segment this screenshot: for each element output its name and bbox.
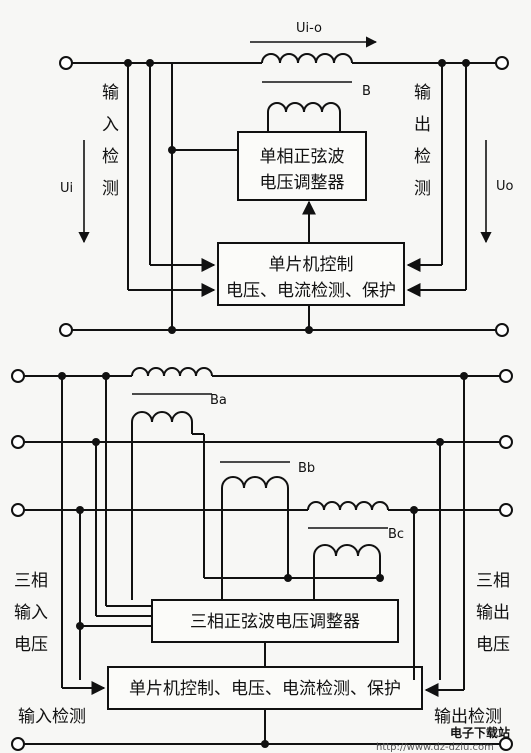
transformer-bc-label: Bc [388,527,404,542]
svg-text:出: 出 [414,115,431,135]
mcu-line-1: 单片机控制 [269,255,354,275]
secondary-winding-b [267,102,341,113]
three-phase-diagram: Ba Bb Bc 三相 输入 电压 三相 输出 电压 三相正弦波电压调整器 单片… [11,367,513,751]
output-detect-label: 输 出 检 测 [414,83,431,199]
transformer-b-label: B [362,84,371,99]
output-detect-text: 输出检测 [434,707,502,727]
regulator-line-1: 单相正弦波 [260,147,345,167]
mcu-line-2: 电压、电流检测、保护 [226,281,396,301]
svg-text:输入: 输入 [14,603,48,623]
terminal-out-top [495,56,509,70]
single-phase-regulator-box [237,131,367,201]
secondary-winding-bb [221,476,289,489]
svg-text:输: 输 [102,83,119,103]
watermark-url: http://www.dz-dzlu.com [376,742,494,753]
terminal-out-bottom [495,323,509,337]
current-label: Ui-o [296,21,322,36]
input-voltage-label: Ui [60,181,73,196]
transformer-ba-label: Ba [210,393,227,408]
three-phase-output-label: 三相 输出 电压 [476,571,510,655]
watermark-site-name: 电子下载站 [450,725,510,740]
svg-text:电压: 电压 [14,635,48,655]
regulator-line-2: 电压调整器 [260,173,345,193]
terminal-in-top [59,56,73,70]
single-phase-mcu-box [217,242,405,306]
series-winding-bc [307,501,389,511]
single-phase-diagram: Ui-o B Ui Uo 输 入 检 测 输 出 检 测 单相正弦波 电压调整器… [59,21,514,337]
three-phase-regulator-text: 三相正弦波电压调整器 [190,612,360,632]
secondary-winding-bc2 [313,544,381,557]
three-phase-mcu-box [107,666,423,710]
series-winding-ba [131,367,213,377]
svg-text:入: 入 [102,115,119,135]
terminal-in-bottom [59,323,73,337]
three-phase-mcu-text: 单片机控制、电压、电流检测、保护 [129,679,401,699]
secondary-winding-ba [131,411,193,423]
svg-text:测: 测 [414,179,431,199]
svg-text:测: 测 [102,179,119,199]
svg-text:输出: 输出 [476,603,510,623]
series-winding-b [261,53,353,64]
svg-text:输: 输 [414,83,431,103]
svg-text:三相: 三相 [14,571,48,591]
input-detect-text: 输入检测 [18,707,86,727]
input-detect-label: 输 入 检 测 [102,83,119,199]
output-voltage-label: Uo [496,179,514,194]
transformer-bb-label: Bb [298,461,315,476]
svg-text:检: 检 [414,147,431,167]
three-phase-regulator-box [151,599,399,643]
svg-text:三相: 三相 [476,571,510,591]
watermark: 电子下载站 http://www.dz-dzlu.com [376,725,510,753]
three-phase-input-label: 三相 输入 电压 [14,571,48,655]
svg-text:检: 检 [102,147,119,167]
svg-text:电压: 电压 [476,635,510,655]
